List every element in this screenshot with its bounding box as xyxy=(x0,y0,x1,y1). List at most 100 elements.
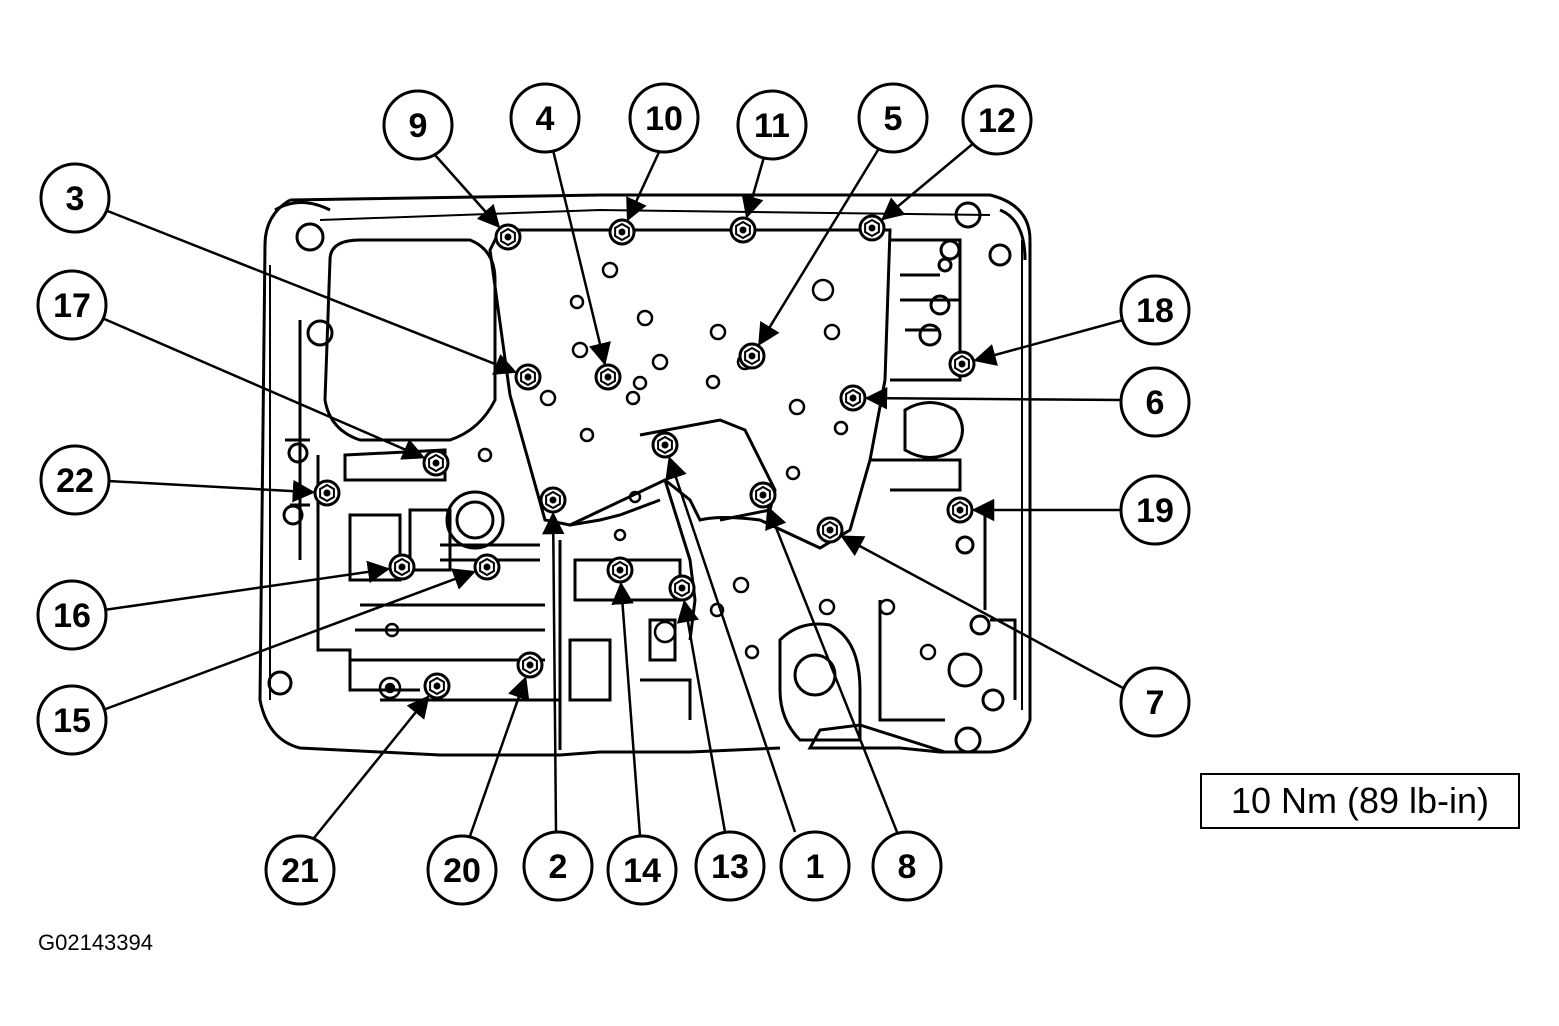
callout-20: 20 xyxy=(426,834,498,906)
leader-line-22 xyxy=(107,479,316,503)
leader-line-11 xyxy=(741,156,766,219)
callout-number: 10 xyxy=(645,100,683,138)
callout-circle xyxy=(36,269,108,341)
bolt-11 xyxy=(729,216,757,244)
callout-number: 8 xyxy=(898,848,917,886)
bolts xyxy=(313,214,976,700)
callout-circle xyxy=(1119,666,1191,738)
callout-6: 6 xyxy=(1119,366,1191,438)
leader-line-14 xyxy=(611,581,642,837)
figure-id: G02143394 xyxy=(38,930,153,955)
callout-circle xyxy=(36,579,108,651)
callout-22: 22 xyxy=(39,444,111,516)
bolt-22 xyxy=(313,479,341,507)
callout-circle xyxy=(628,82,700,154)
leader-line-1 xyxy=(665,456,797,833)
callout-5: 5 xyxy=(857,82,929,154)
callout-number: 17 xyxy=(53,287,91,325)
leader-line-3 xyxy=(104,208,518,375)
leader-line-5 xyxy=(758,149,880,347)
callout-circle xyxy=(961,84,1033,156)
callout-18: 18 xyxy=(1119,274,1191,346)
callout-13: 13 xyxy=(694,830,766,902)
bolt-4 xyxy=(594,363,622,391)
callout-4: 4 xyxy=(509,82,581,154)
callout-19: 19 xyxy=(1119,474,1191,546)
bolt-16 xyxy=(388,553,416,581)
leader-line-7 xyxy=(840,535,1124,690)
leader-line-15 xyxy=(102,568,477,712)
callout-3: 3 xyxy=(39,162,111,234)
callout-number: 4 xyxy=(536,100,555,138)
bolt-5 xyxy=(738,342,766,370)
callout-number: 18 xyxy=(1136,292,1174,330)
callout-21: 21 xyxy=(264,834,336,906)
callout-number: 20 xyxy=(443,852,481,890)
callout-circle xyxy=(694,830,766,902)
callout-number: 2 xyxy=(549,848,568,886)
callout-number: 19 xyxy=(1136,492,1174,530)
bolt-14 xyxy=(606,556,634,584)
callout-circle xyxy=(606,834,678,906)
bolt-17 xyxy=(422,449,450,477)
unnumbered-bolt xyxy=(378,620,677,700)
callout-14: 14 xyxy=(606,834,678,906)
callout-circle xyxy=(426,834,498,906)
callout-12: 12 xyxy=(961,84,1033,156)
callout-circle xyxy=(871,830,943,902)
callout-number: 6 xyxy=(1146,384,1165,422)
bolt-20 xyxy=(516,651,544,679)
leader-line-18 xyxy=(973,318,1124,366)
callout-number: 22 xyxy=(56,462,94,500)
callout-number: 3 xyxy=(66,180,85,218)
leader-line-4 xyxy=(551,149,611,366)
leader-line-13 xyxy=(676,599,727,833)
torque-spec-text: 10 Nm (89 lb-in) xyxy=(1230,780,1490,821)
callout-15: 15 xyxy=(36,684,108,756)
bolt-1 xyxy=(651,431,679,459)
callout-circle xyxy=(1119,274,1191,346)
callout-circle xyxy=(509,82,581,154)
bolt-6 xyxy=(839,384,867,412)
leader-lines xyxy=(101,141,1124,839)
leader-line-10 xyxy=(626,149,662,222)
callout-circle xyxy=(522,830,594,902)
round-boss xyxy=(445,490,505,550)
callout-number: 14 xyxy=(623,852,661,890)
callout-number: 16 xyxy=(53,597,91,635)
bolt-9 xyxy=(494,223,522,251)
callout-circle xyxy=(736,89,808,161)
callout-number: 1 xyxy=(806,848,825,886)
callout-number: 5 xyxy=(884,100,903,138)
callout-number: 15 xyxy=(53,702,91,740)
callout-number: 7 xyxy=(1146,684,1165,722)
leader-line-6 xyxy=(864,387,1124,410)
callout-circle xyxy=(1119,474,1191,546)
callout-circle xyxy=(1119,366,1191,438)
callout-17: 17 xyxy=(36,269,108,341)
callout-number: 21 xyxy=(281,852,319,890)
bolt-3 xyxy=(514,363,542,391)
bolt-7 xyxy=(816,516,844,544)
leader-line-20 xyxy=(468,676,530,837)
callout-circle xyxy=(779,830,851,902)
callout-number: 12 xyxy=(978,102,1016,140)
leader-line-9 xyxy=(434,154,501,229)
leader-line-21 xyxy=(313,695,430,839)
callout-11: 11 xyxy=(736,89,808,161)
leader-line-17 xyxy=(101,316,426,460)
bolt-19 xyxy=(946,496,974,524)
callout-number: 9 xyxy=(409,107,428,145)
callout-1: 1 xyxy=(779,830,851,902)
callout-8: 8 xyxy=(871,830,943,902)
leader-line-2 xyxy=(542,511,565,833)
bolt-21 xyxy=(423,672,451,700)
callout-circle xyxy=(39,444,111,516)
case-outline xyxy=(258,193,1032,757)
callout-number: 13 xyxy=(711,848,749,886)
callout-7: 7 xyxy=(1119,666,1191,738)
callout-10: 10 xyxy=(628,82,700,154)
plate-holes xyxy=(384,261,937,661)
